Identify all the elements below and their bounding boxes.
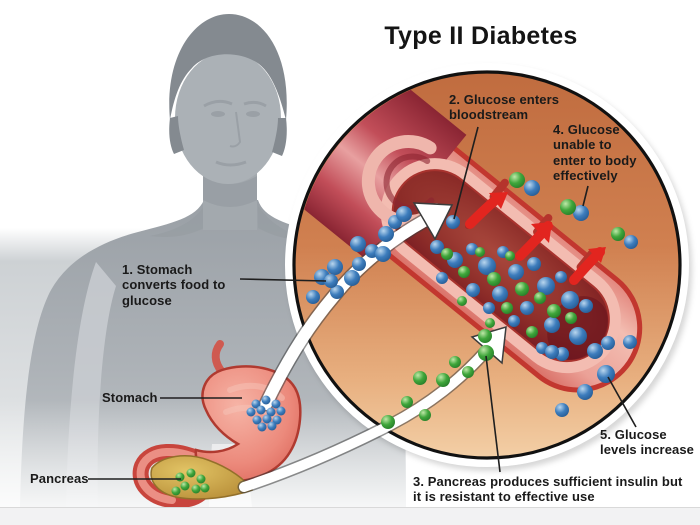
annotation-step3: 3. Pancreas produces sufficient insulin … <box>413 474 683 505</box>
pointer-step4 <box>582 185 589 207</box>
page-title: Type II Diabetes <box>384 22 578 50</box>
footer-strip <box>0 507 700 525</box>
annotation-step1: 1. Stomach converts food to glucose <box>122 262 226 308</box>
red-arrows <box>465 192 606 285</box>
glucose-molecules <box>246 180 638 432</box>
annotation-step2: 2. Glucose enters bloodstream <box>449 92 560 123</box>
face-features <box>203 99 267 167</box>
face <box>175 52 281 184</box>
stomach-label: Stomach <box>102 390 158 405</box>
pancreas-label: Pancreas <box>30 471 89 486</box>
insulin-molecules <box>171 172 625 496</box>
pointer-step3 <box>485 355 501 473</box>
pointer-step5 <box>607 376 637 428</box>
pointer-lines <box>88 126 637 480</box>
pointer-step1 <box>239 278 327 282</box>
annotation-step5: 5. Glucose levels increase <box>600 427 695 458</box>
hair <box>169 14 287 120</box>
magnifier-white-ring <box>285 63 689 467</box>
annotation-step4: 4. Glucose unable to enter to body effec… <box>553 122 637 183</box>
pointer-step2 <box>453 126 479 220</box>
